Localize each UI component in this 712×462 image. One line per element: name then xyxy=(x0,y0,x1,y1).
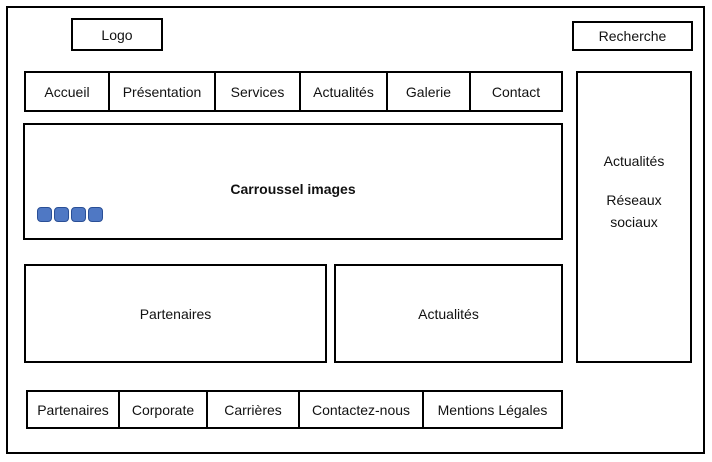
sidebar: Actualités Réseaux sociaux xyxy=(576,71,692,363)
nav-item-presentation[interactable]: Présentation xyxy=(110,73,216,110)
partners-label: Partenaires xyxy=(139,305,212,322)
sidebar-social-label: Réseaux sociaux xyxy=(606,192,662,230)
carousel-dot[interactable] xyxy=(54,207,69,222)
search-box[interactable]: Recherche xyxy=(572,21,693,51)
carousel-dot[interactable] xyxy=(88,207,103,222)
sidebar-news[interactable]: Actualités xyxy=(603,153,665,169)
nav-item-services[interactable]: Services xyxy=(216,73,301,110)
footer-item-carrieres[interactable]: Carrières xyxy=(208,392,300,427)
nav-item-accueil[interactable]: Accueil xyxy=(26,73,110,110)
footer-item-contactez-nous[interactable]: Contactez-nous xyxy=(300,392,424,427)
nav-item-label: Accueil xyxy=(44,83,90,100)
nav-item-label: Services xyxy=(230,83,285,100)
main-nav: Accueil Présentation Services Actualités… xyxy=(24,71,563,112)
footer-item-label: Contactez-nous xyxy=(311,401,411,418)
sidebar-social[interactable]: Réseaux sociaux xyxy=(578,189,690,233)
footer-item-corporate[interactable]: Corporate xyxy=(120,392,208,427)
nav-item-galerie[interactable]: Galerie xyxy=(388,73,471,110)
footer-item-label: Carrières xyxy=(224,401,282,418)
logo-label: Logo xyxy=(101,26,133,43)
footer-nav: Partenaires Corporate Carrières Contacte… xyxy=(26,390,563,429)
carousel-dots xyxy=(37,207,103,222)
footer-item-label: Partenaires xyxy=(37,401,109,418)
footer-item-mentions-legales[interactable]: Mentions Légales xyxy=(424,392,561,427)
footer-item-label: Corporate xyxy=(131,401,195,418)
footer-item-label: Mentions Légales xyxy=(437,401,548,418)
partners-section: Partenaires xyxy=(24,264,327,363)
news-label: Actualités xyxy=(418,305,479,322)
nav-item-actualites[interactable]: Actualités xyxy=(301,73,388,110)
nav-item-label: Actualités xyxy=(313,83,374,100)
footer-item-partenaires[interactable]: Partenaires xyxy=(28,392,120,427)
nav-item-label: Galerie xyxy=(405,83,452,100)
nav-item-contact[interactable]: Contact xyxy=(471,73,561,110)
carousel-label: Carroussel images xyxy=(230,181,356,197)
news-section: Actualités xyxy=(334,264,563,363)
search-label: Recherche xyxy=(598,28,667,44)
nav-item-label: Contact xyxy=(491,83,541,100)
image-carousel[interactable]: Carroussel images xyxy=(23,123,563,240)
logo[interactable]: Logo xyxy=(71,18,163,51)
carousel-dot[interactable] xyxy=(37,207,52,222)
carousel-dot[interactable] xyxy=(71,207,86,222)
nav-item-label: Présentation xyxy=(122,83,202,100)
